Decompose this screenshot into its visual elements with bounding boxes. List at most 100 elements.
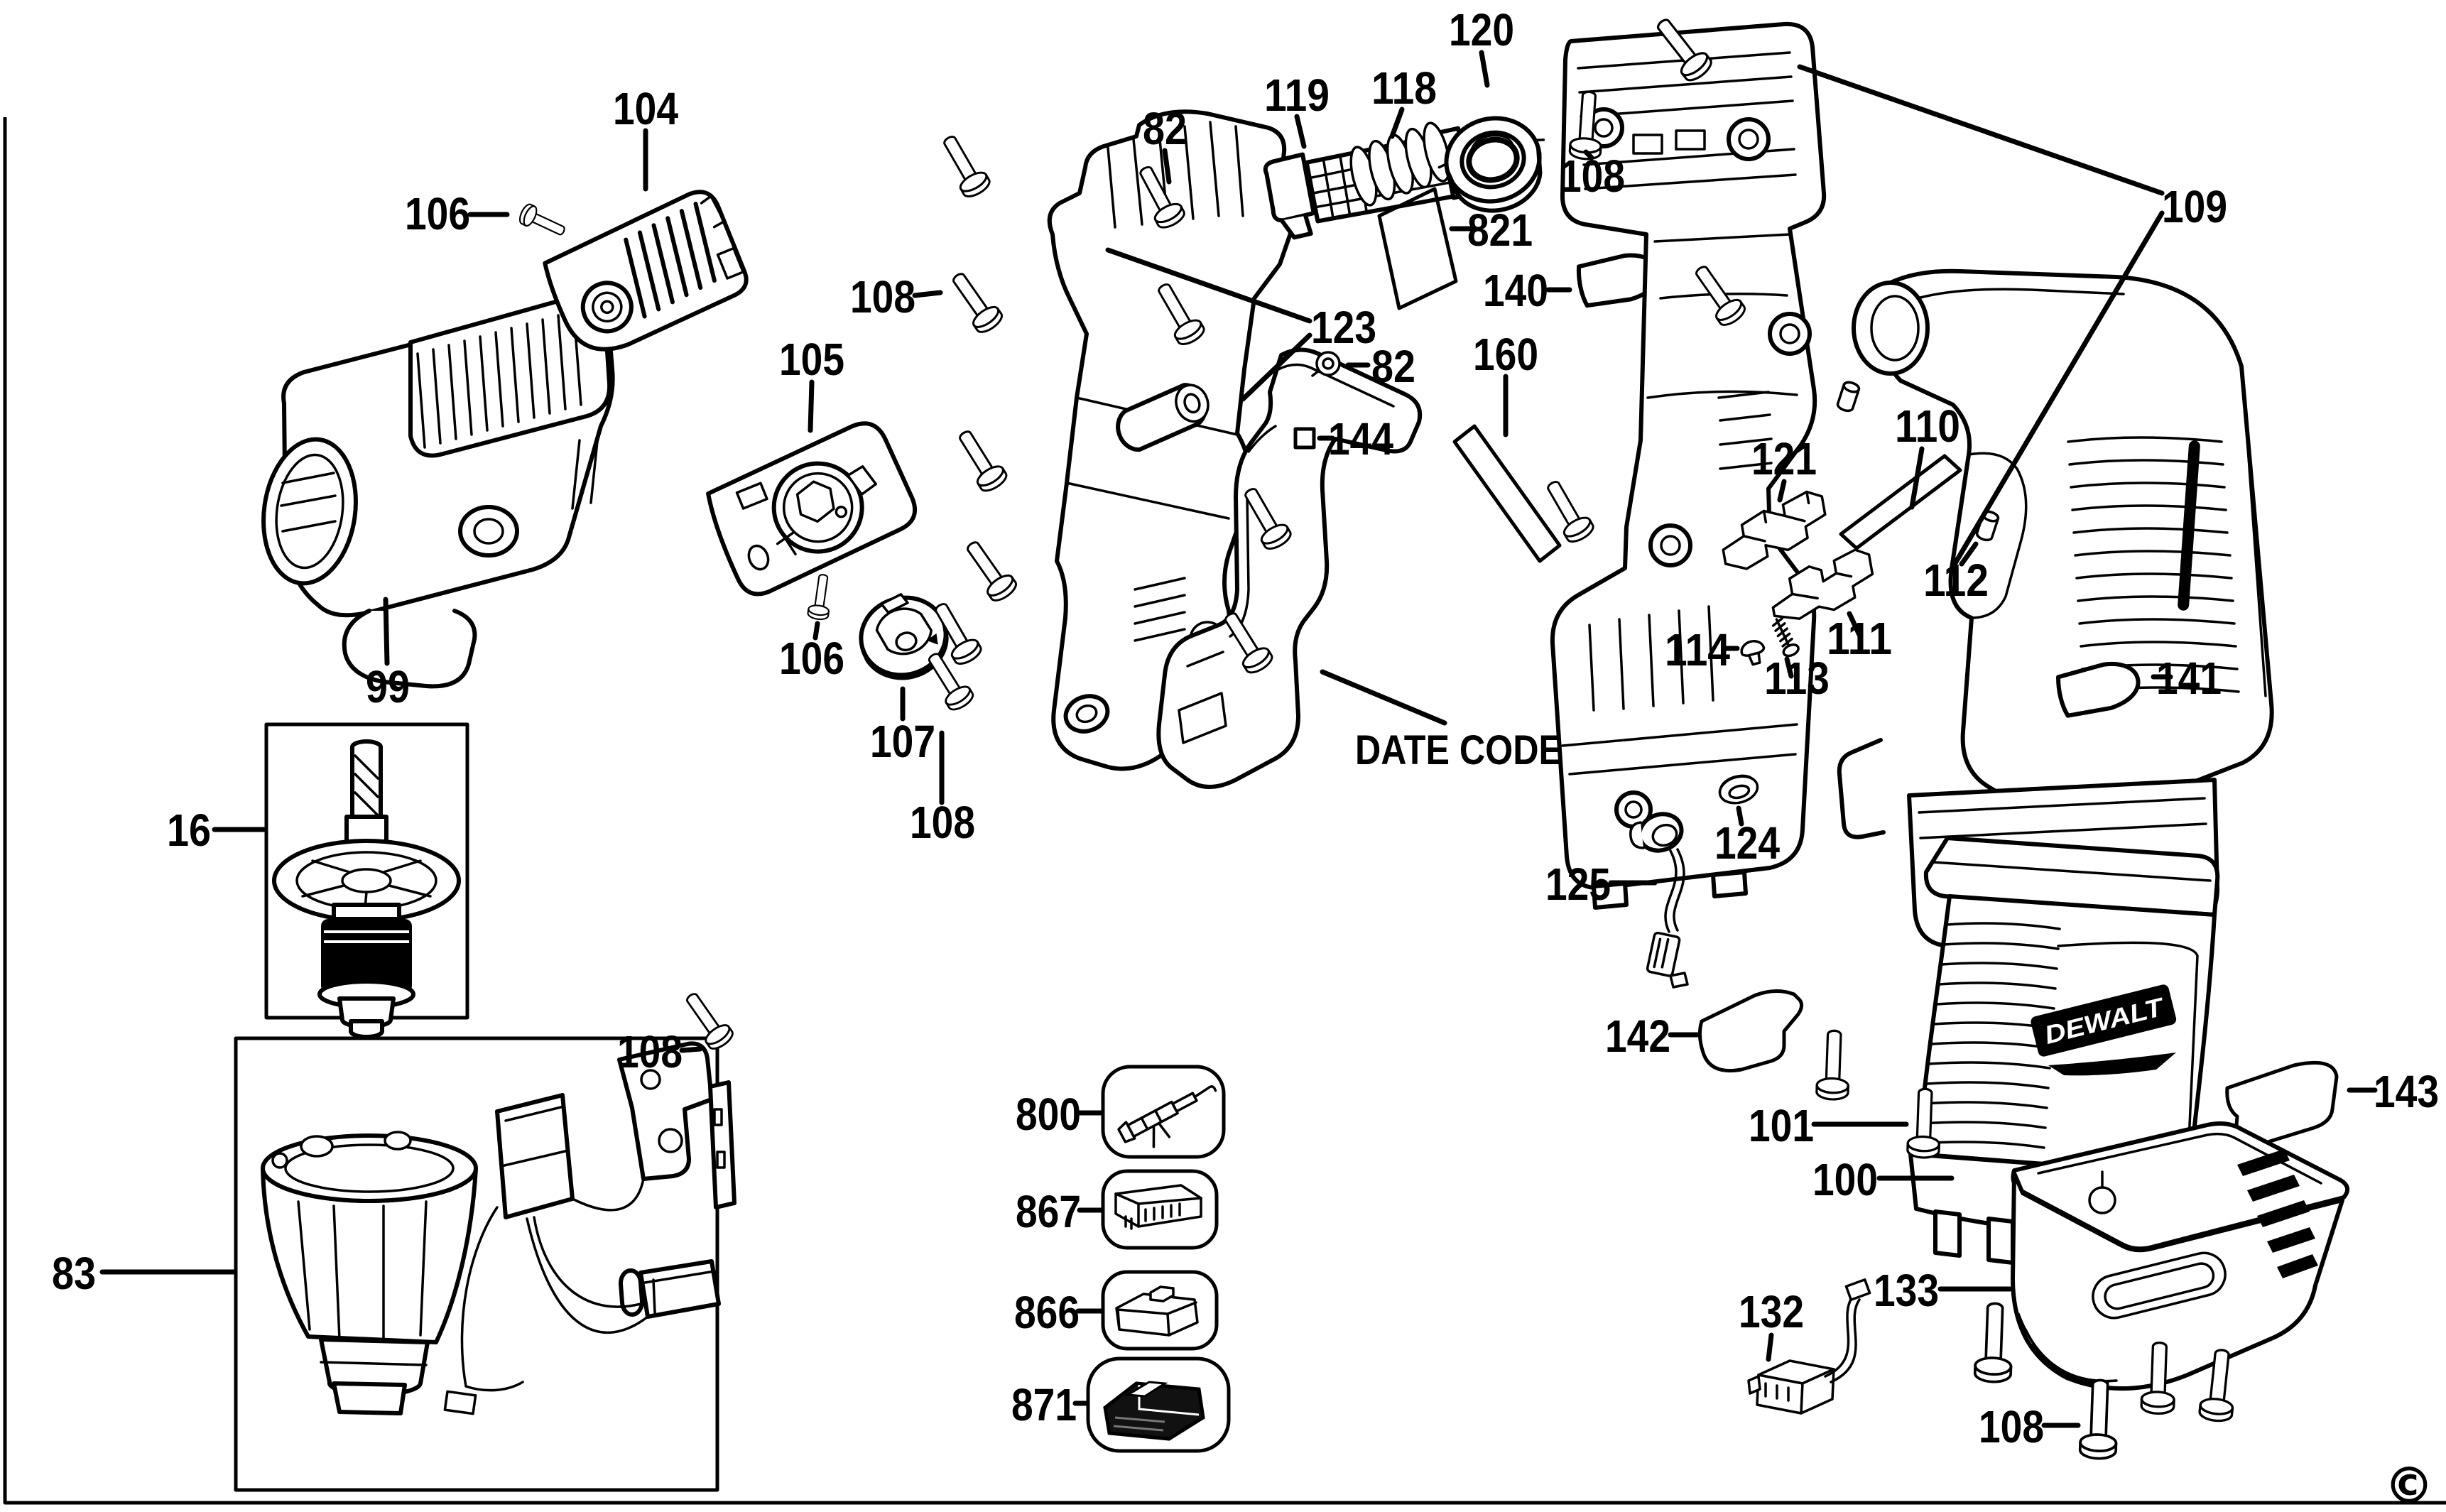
part-number-105: 105 xyxy=(779,334,844,385)
part-number-111: 111 xyxy=(1827,613,1892,664)
part-number-142: 142 xyxy=(1605,1011,1670,1062)
callout-108d: 108 xyxy=(1560,149,1625,202)
part-number-114: 114 xyxy=(1665,624,1730,675)
part-number-108: 108 xyxy=(1560,151,1625,202)
part-number-118: 118 xyxy=(1371,62,1437,114)
part-113-screw xyxy=(1771,616,1800,658)
part-143-label xyxy=(2225,1060,2339,1148)
callout-119: 119 xyxy=(1264,70,1330,149)
part-99-front-barrel-housing xyxy=(261,294,615,689)
callout-108c: 108 xyxy=(910,730,975,848)
page-border xyxy=(3,117,2446,1505)
part-number-124: 124 xyxy=(1714,817,1780,869)
callout-124: 124 xyxy=(1714,805,1780,869)
callout-132: 132 xyxy=(1739,1286,1804,1362)
part-number-99: 99 xyxy=(366,661,410,712)
callout-113: 113 xyxy=(1764,653,1830,704)
callout-160: 160 xyxy=(1473,329,1538,437)
part-number-104: 104 xyxy=(613,83,678,134)
callout-105: 105 xyxy=(779,334,844,433)
callout-108a: 108 xyxy=(850,271,943,322)
part-107-mode-knob xyxy=(859,593,949,680)
part-number-82: 82 xyxy=(1371,341,1415,392)
copyright-mark: © xyxy=(2384,1457,2434,1512)
part-124-grommet xyxy=(1718,774,1759,805)
part-number-108: 108 xyxy=(1979,1401,2044,1452)
part-number-866: 866 xyxy=(1014,1287,1080,1338)
part-120-nose-collar xyxy=(1437,116,1545,213)
callout-821: 821 xyxy=(1449,205,1533,256)
part-number-100: 100 xyxy=(1812,1154,1878,1205)
part-number-144: 144 xyxy=(1328,413,1393,464)
screw-82-head-on xyxy=(1311,351,1341,377)
callout-141: 141 xyxy=(2151,653,2222,704)
callout-83: 83 xyxy=(52,1248,237,1299)
callout-104: 104 xyxy=(613,83,678,192)
part-number-101: 101 xyxy=(1749,1100,1814,1151)
callout-99: 99 xyxy=(366,597,410,712)
callout-112: 112 xyxy=(1923,541,1989,606)
part-104-louvered-nameplate xyxy=(543,190,749,352)
part-16-armature xyxy=(264,722,469,1039)
callout-125: 125 xyxy=(1545,859,1658,910)
part-number-140: 140 xyxy=(1483,265,1548,316)
part-821-label xyxy=(1377,187,1458,310)
part-number-112: 112 xyxy=(1923,555,1989,606)
callouts: 104 106 99 105 106 107 108 108 82 119 11… xyxy=(52,4,2439,1452)
part-83-motor-gearbox-assembly xyxy=(234,1036,736,1492)
screws-108 xyxy=(516,11,2240,1461)
callout-800: 800 xyxy=(1016,1089,1104,1140)
part-142-label xyxy=(1697,989,1804,1073)
callout-144: 144 xyxy=(1293,413,1393,464)
part-110-strip xyxy=(1839,454,1962,550)
part-number-867: 867 xyxy=(1016,1186,1081,1237)
callout-110: 110 xyxy=(1895,401,1960,510)
callout-118: 118 xyxy=(1371,62,1437,139)
part-number-108: 108 xyxy=(910,797,975,848)
callout-16: 16 xyxy=(167,805,267,856)
date-code-label: DATE CODE xyxy=(1355,727,1562,773)
part-number-123: 123 xyxy=(1311,302,1376,353)
part-number-120: 120 xyxy=(1449,4,1514,55)
callout-100: 100 xyxy=(1812,1154,1955,1205)
callout-109: 109 xyxy=(1797,64,2227,570)
callout-106a: 106 xyxy=(405,188,510,239)
callout-101: 101 xyxy=(1749,1100,1909,1151)
part-number-800: 800 xyxy=(1016,1089,1081,1140)
callout-111: 111 xyxy=(1827,611,1892,664)
part-160-label-strip xyxy=(1452,424,1562,563)
part-132-connector-lead xyxy=(1747,1278,1871,1415)
part-123-motor-cover xyxy=(1156,347,1423,789)
part-number-871: 871 xyxy=(1011,1379,1077,1430)
callout-140: 140 xyxy=(1483,265,1572,316)
callout-108f: 108 xyxy=(1979,1401,2081,1452)
part-number-113: 113 xyxy=(1764,653,1830,704)
part-109-left-housing-half xyxy=(1550,21,1827,910)
part-number-125: 125 xyxy=(1545,859,1611,910)
callout-867: 867 xyxy=(1016,1186,1104,1237)
callout-866: 866 xyxy=(1014,1287,1104,1338)
part-133-base-shroud xyxy=(2011,1121,2350,1391)
callout-date-code: DATE CODE xyxy=(1320,669,1562,773)
part-871-battery-pack xyxy=(1086,1356,1231,1453)
part-number-107: 107 xyxy=(870,716,935,767)
part-number-106: 106 xyxy=(405,188,470,239)
part-114-plug xyxy=(1740,640,1766,666)
part-number-121: 121 xyxy=(1751,433,1817,484)
callout-107: 107 xyxy=(870,686,935,767)
part-800-bit-holder xyxy=(1101,1065,1226,1159)
part-number-108: 108 xyxy=(850,271,915,322)
part-125-led-lead xyxy=(1629,812,1689,989)
part-121-clip xyxy=(1722,490,1827,570)
callout-133: 133 xyxy=(1874,1265,2013,1316)
part-number-141: 141 xyxy=(2156,653,2222,704)
callout-82b: 82 xyxy=(1345,341,1415,392)
part-number-108: 108 xyxy=(617,1026,683,1077)
part-number-109: 109 xyxy=(2162,181,2227,232)
part-105-selector-plate xyxy=(706,421,918,597)
part-number-16: 16 xyxy=(167,805,211,856)
callout-120: 120 xyxy=(1449,4,1514,88)
callout-108e: 108 xyxy=(617,1026,703,1077)
